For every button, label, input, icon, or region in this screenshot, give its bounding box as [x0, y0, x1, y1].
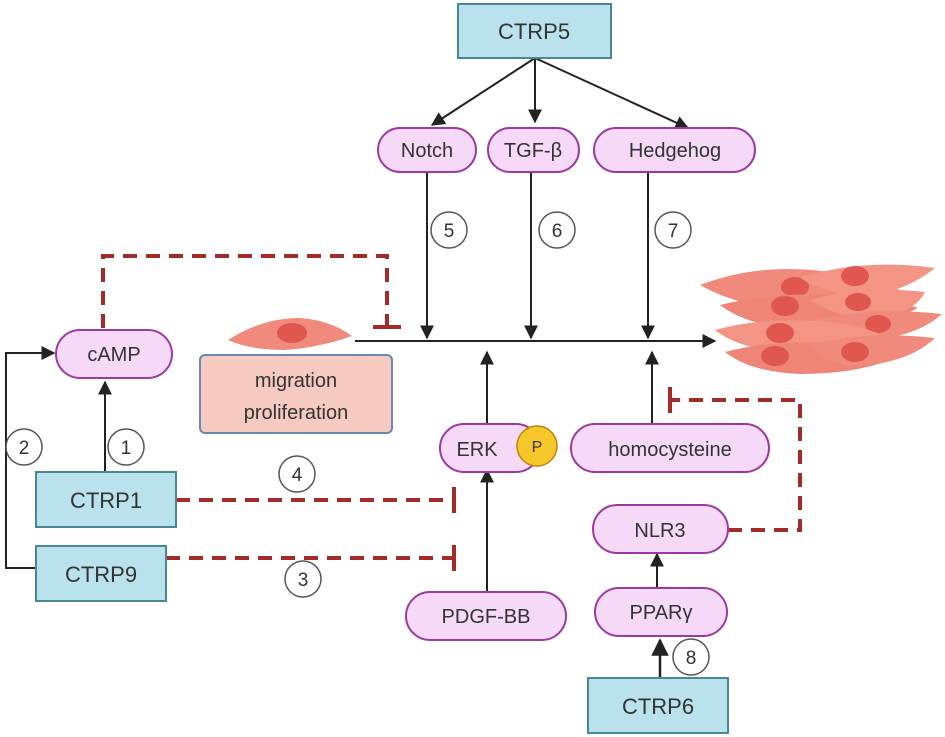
migration-label: migration	[255, 370, 337, 392]
notch-label: Notch	[401, 140, 453, 162]
step-marker-1: 1	[107, 428, 145, 466]
step-label-5: 5	[444, 221, 455, 242]
node-ctrp1: CTRP1	[35, 471, 177, 528]
single-cell-illustration	[228, 318, 352, 350]
step-label-1: 1	[121, 438, 132, 459]
node-homocysteine: homocysteine	[570, 423, 770, 473]
node-ppar-gamma: PPARγ	[594, 587, 728, 637]
inhibition-lines	[101, 254, 802, 571]
step-marker-4: 4	[278, 455, 316, 493]
pdgf-bb-label: PDGF-BB	[442, 606, 531, 628]
inhibit-nlr3-homocysteine	[672, 398, 802, 532]
ctrp1-label: CTRP1	[70, 488, 142, 513]
step-label-7: 7	[668, 221, 679, 242]
step-markers: 1 2 3 4 5 6 7 8	[5, 211, 710, 676]
node-notch: Notch	[377, 127, 477, 173]
ctrp5-label: CTRP5	[498, 19, 570, 44]
proliferation-label: proliferation	[244, 402, 349, 424]
phospho-label: P	[532, 439, 543, 456]
step-marker-8: 8	[672, 638, 710, 676]
erk-label: ERK	[456, 439, 498, 461]
node-migration-proliferation: migration proliferation	[199, 354, 393, 434]
step-marker-3: 3	[284, 560, 322, 598]
node-ctrp5: CTRP5	[457, 3, 612, 59]
arrow-ctrp9-camp	[5, 346, 56, 569]
step-label-6: 6	[552, 221, 563, 242]
step-marker-2: 2	[5, 428, 43, 466]
ppar-gamma-label: PPARγ	[630, 602, 693, 624]
step-marker-7: 7	[654, 211, 692, 249]
ctrp9-label: CTRP9	[65, 562, 137, 587]
activation-arrows	[5, 57, 717, 678]
phospho-badge	[516, 425, 558, 467]
node-erk: ERK P	[439, 423, 558, 473]
node-hedgehog: Hedgehog	[593, 127, 756, 173]
step-marker-6: 6	[538, 211, 576, 249]
hedgehog-label: Hedgehog	[629, 140, 721, 162]
node-camp: cAMP	[55, 329, 173, 379]
step-marker-5: 5	[430, 211, 468, 249]
node-nlr3: NLR3	[592, 504, 729, 554]
camp-label: cAMP	[87, 344, 140, 366]
step-label-4: 4	[292, 465, 303, 486]
arrow-ctrp5-notch	[430, 57, 536, 126]
nlr3-label: NLR3	[634, 520, 685, 542]
inhibit-camp-migration	[101, 254, 389, 328]
homocysteine-label: homocysteine	[608, 439, 731, 461]
ctrp6-label: CTRP6	[622, 694, 694, 719]
proliferating-cells-illustration	[700, 264, 942, 374]
step-label-2: 2	[19, 438, 30, 459]
node-ctrp9: CTRP9	[35, 545, 167, 602]
node-pdgf-bb: PDGF-BB	[405, 591, 567, 641]
node-ctrp6: CTRP6	[587, 677, 729, 734]
step-label-3: 3	[298, 570, 309, 591]
node-tgf-beta: TGF-β	[487, 127, 580, 173]
tgf-beta-label: TGF-β	[504, 140, 562, 162]
arrow-ctrp5-hedgehog	[534, 57, 690, 130]
step-label-8: 8	[686, 648, 697, 669]
